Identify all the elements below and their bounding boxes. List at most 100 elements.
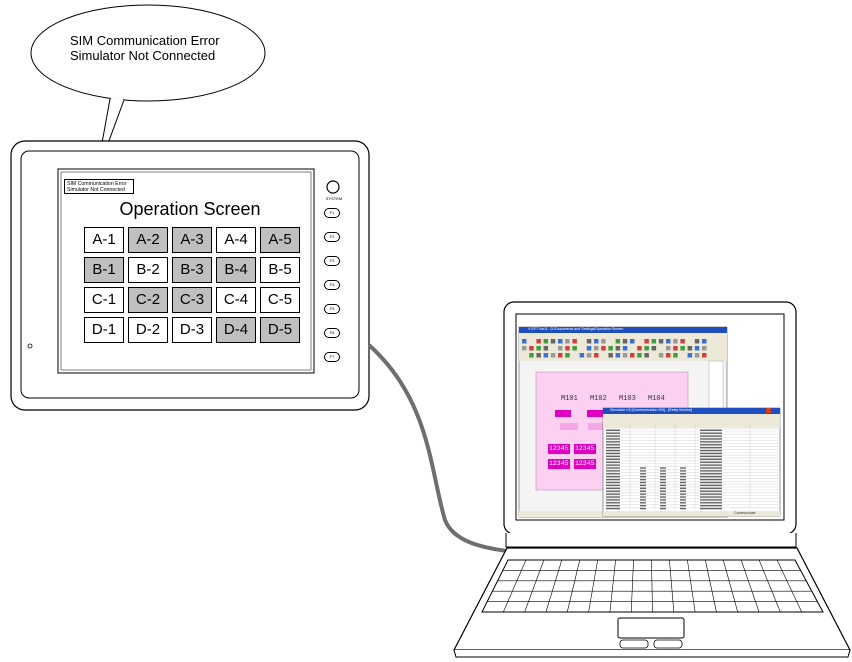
toolbar-icon <box>687 346 693 351</box>
lamp-button-c-4[interactable]: C-4 <box>216 287 256 313</box>
lamp-button-d-5[interactable]: D-5 <box>260 317 300 343</box>
numeric-display-3: 12345 <box>549 460 569 467</box>
hmi-error-line-1: SIM Communication Error <box>67 181 127 187</box>
simulator-window <box>602 407 781 517</box>
function-key-f1[interactable]: F1 <box>324 208 340 218</box>
function-key-f4[interactable]: F4 <box>324 280 340 290</box>
function-key-f6[interactable]: F6 <box>324 328 340 338</box>
toolbar-icon <box>586 353 592 358</box>
toolbar-icon <box>673 353 678 358</box>
sim-table-cell <box>660 505 666 507</box>
lamp-button-c-5[interactable]: C-5 <box>260 287 300 313</box>
touchpad-left-button[interactable] <box>619 639 649 649</box>
lamp-button-b-1[interactable]: B-1 <box>84 257 124 283</box>
sim-table-cell <box>640 490 646 492</box>
lamp-button-a-1[interactable]: A-1 <box>84 227 124 253</box>
toolbar-icon <box>601 346 606 351</box>
sim-table-cell <box>660 502 666 504</box>
keyboard-column-line <box>776 559 802 613</box>
lamp-button-b-2[interactable]: B-2 <box>128 257 168 283</box>
callout-text: SIM Communication Error Simulator Not Co… <box>70 33 250 63</box>
sim-table-cell <box>700 473 722 475</box>
callout-line-1: SIM Communication Error <box>70 33 220 48</box>
sim-table-cell <box>700 461 722 463</box>
sim-table-cell <box>700 458 722 460</box>
keyboard-column-line <box>758 559 781 613</box>
sim-table-cell <box>680 484 686 487</box>
sim-table-cell <box>700 476 722 478</box>
sim-table-cell <box>606 490 620 492</box>
relay-label-m103: M103 <box>619 395 636 403</box>
sim-table-cell <box>606 441 620 443</box>
toolbar-icon <box>651 346 657 351</box>
function-key-f2[interactable]: F2 <box>324 232 340 242</box>
lamp-button-c-2[interactable]: C-2 <box>128 287 168 313</box>
sim-table-cell <box>660 487 666 489</box>
lamp-button-a-3[interactable]: A-3 <box>172 227 212 253</box>
touchpad-right-button[interactable] <box>653 639 683 649</box>
laptop-touchpad[interactable] <box>617 617 685 639</box>
toolbar-icon <box>550 353 556 358</box>
toolbar-icon <box>536 353 541 358</box>
sim-table-cell <box>680 490 686 492</box>
sim-table-cell <box>606 481 620 484</box>
toolbar-icon <box>543 346 549 351</box>
lamp-button-d-2[interactable]: D-2 <box>128 317 168 343</box>
sim-table-cell <box>700 438 722 440</box>
operation-screen-title: Operation Screen <box>119 199 261 219</box>
sim-table-cell <box>660 490 666 492</box>
toolbar-icon <box>558 339 563 344</box>
toolbar-icon <box>615 346 621 351</box>
toolbar-icon <box>622 339 628 344</box>
system-button[interactable] <box>326 180 340 194</box>
toolbar-icon <box>594 353 599 358</box>
lamp-button-a-4[interactable]: A-4 <box>216 227 256 253</box>
sim-table-cell <box>680 487 686 489</box>
keyboard-column-line <box>705 559 717 613</box>
sim-table-cell <box>660 493 666 495</box>
keyboard-column-line <box>630 559 634 613</box>
lamp-button-d-1[interactable]: D-1 <box>84 317 124 343</box>
lamp-button-a-5[interactable]: A-5 <box>260 227 300 253</box>
toolbar-icon <box>565 339 570 344</box>
sim-table-cell <box>606 473 620 475</box>
sim-table-cell <box>660 470 666 472</box>
toolbar-icon <box>572 346 577 351</box>
toolbar-icon <box>558 346 563 351</box>
sim-table-cell <box>640 484 646 487</box>
lamp-button-c-1[interactable]: C-1 <box>84 287 124 313</box>
sim-table-cell <box>606 458 620 460</box>
function-key-f7[interactable]: F7 <box>324 352 340 362</box>
lamp-button-b-5[interactable]: B-5 <box>260 257 300 283</box>
lamp-button-d-4[interactable]: D-4 <box>216 317 256 343</box>
sim-table-cell <box>640 499 646 501</box>
relay-label-m102: M102 <box>590 395 607 403</box>
toolbar-icon <box>673 339 678 344</box>
sim-table-cell <box>700 502 722 504</box>
keyboard-column-line <box>545 559 563 613</box>
keyboard-column-line <box>588 559 598 613</box>
toolbar-icon <box>594 346 599 351</box>
sim-table-cell <box>680 481 686 484</box>
toolbar-icon <box>536 339 541 344</box>
sim-table-cell <box>640 481 646 484</box>
toolbar-icon <box>637 346 642 351</box>
function-key-f5[interactable]: F5 <box>324 304 340 314</box>
sim-table-cell <box>680 476 686 478</box>
sim-table-cell <box>680 470 686 472</box>
sim-table-cell <box>660 473 666 475</box>
function-key-f3[interactable]: F3 <box>324 256 340 266</box>
lamp-button-b-4[interactable]: B-4 <box>216 257 256 283</box>
toolbar-icon <box>651 339 657 344</box>
lamp-button-d-3[interactable]: D-3 <box>172 317 212 343</box>
toolbar-icon <box>536 346 541 351</box>
lamp-button-b-3[interactable]: B-3 <box>172 257 212 283</box>
toolbar-icon <box>572 339 577 344</box>
sim-table-cell <box>700 441 722 443</box>
lamp-button-a-2[interactable]: A-2 <box>128 227 168 253</box>
numeric-display-2: 12345 <box>575 445 595 452</box>
sim-table-cell <box>606 464 620 466</box>
sim-table-cell <box>660 481 666 484</box>
sim-table-cell <box>660 496 666 498</box>
lamp-button-c-3[interactable]: C-3 <box>172 287 212 313</box>
